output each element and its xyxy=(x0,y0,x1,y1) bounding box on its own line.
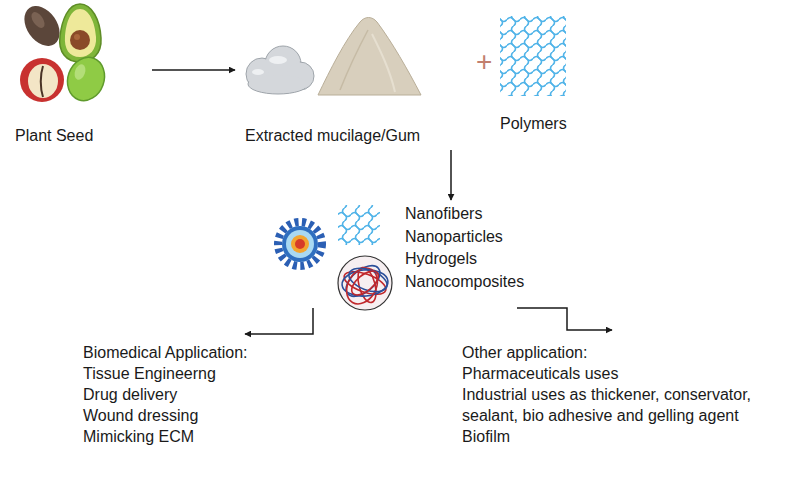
plus-sign: + xyxy=(476,46,492,78)
node-text: Industrial uses as thickener, conservato… xyxy=(462,384,780,426)
nanofiber-mesh xyxy=(338,205,380,245)
list-heading: Biomedical Application: xyxy=(83,342,343,363)
text-group: Polymers xyxy=(495,8,577,136)
nanoparticle-icon xyxy=(278,222,322,266)
text-group: Biomedical Application:Tissue Engineerng… xyxy=(83,342,343,447)
node-text: Nanoparticles xyxy=(405,226,568,249)
text-group: Extracted mucilage/Gum xyxy=(235,8,455,150)
seed-illustration xyxy=(17,0,110,106)
node-text: Plant Seed xyxy=(15,125,152,146)
node-text: Pharmaceuticals uses xyxy=(462,363,780,384)
node-text: Drug delivery xyxy=(83,384,343,405)
text-group: Plant Seed xyxy=(15,2,152,148)
node-text: Hydrogels xyxy=(405,248,568,271)
node-text: Tissue Engineerng xyxy=(83,363,343,384)
flow-arrow xyxy=(245,308,313,334)
node-text: Extracted mucilage/Gum xyxy=(245,125,455,146)
text-group: Other application:Pharmaceuticals usesIn… xyxy=(462,342,780,447)
polymer-mesh xyxy=(500,16,566,96)
nanocomposite-icon xyxy=(338,256,392,310)
node-text: Biofilm xyxy=(462,426,780,447)
text-group: NanofibersNanoparticlesHydrogelsNanocomp… xyxy=(268,200,568,308)
node-text: Wound dressing xyxy=(83,405,343,426)
mucilage-illustration xyxy=(246,46,314,94)
node-text: Polymers xyxy=(500,113,577,134)
node-text: Mimicking ECM xyxy=(83,426,343,447)
flow-arrow xyxy=(517,308,612,330)
flow-arrow xyxy=(450,150,452,200)
node-text: Nanofibers xyxy=(405,203,568,226)
gum-powder-illustration xyxy=(318,18,421,96)
node-text: Nanocomposites xyxy=(405,271,568,294)
flow-arrow xyxy=(152,69,235,71)
list-heading: Other application: xyxy=(462,342,780,363)
